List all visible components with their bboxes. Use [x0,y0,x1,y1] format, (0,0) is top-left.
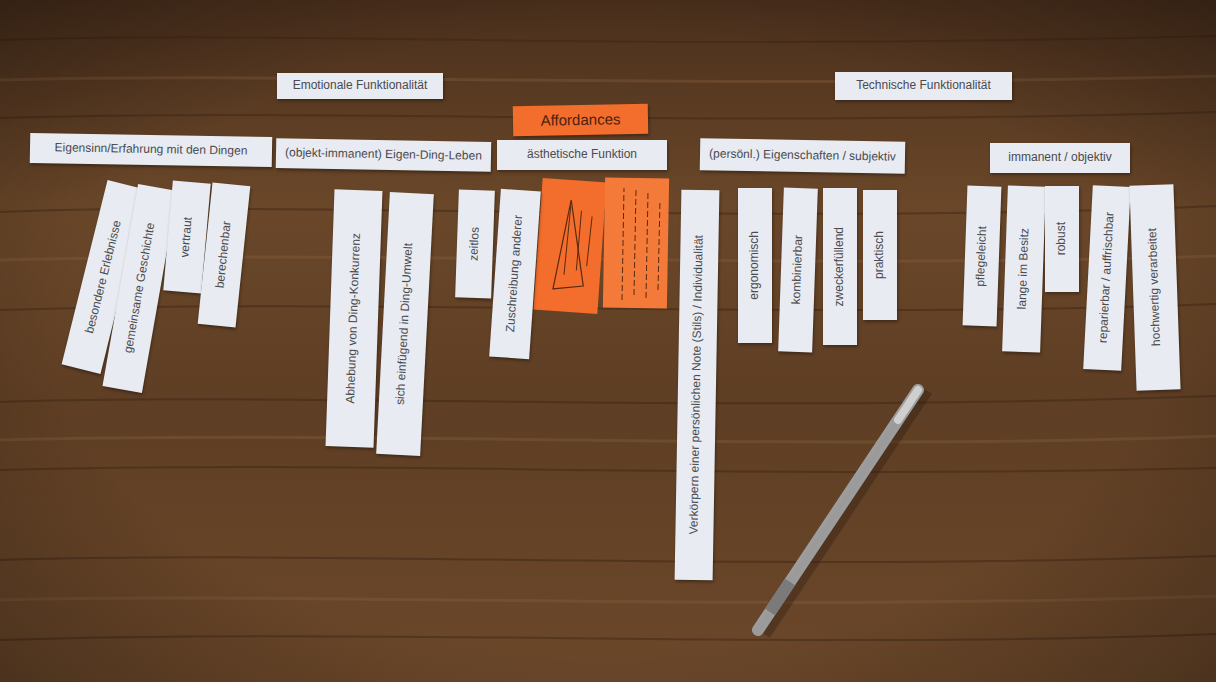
strip-label: Eigensinn/Erfahrung mit den Dingen [54,141,247,158]
strip-label: lange im Besitz [1016,228,1033,310]
vertical-strip: robust [1045,186,1079,292]
orange-strip: Affordances [513,104,649,136]
sticky-note [533,177,669,314]
strip-label: (objekt-immanent) Eigen-Ding-Leben [285,146,482,163]
vertical-strip: praktisch [863,190,897,320]
vertical-strip: reparierbar / auffrischbar [1083,185,1131,371]
strip-label: Affordances [540,111,620,130]
vertical-strip: kombinierbar [778,187,818,352]
strip-label: Emotionale Funktionalität [293,79,428,93]
header-strip: Eigensinn/Erfahrung mit den Dingen [30,133,272,167]
strip-label: immanent / objektiv [1008,151,1111,165]
strip-label: ästhetische Funktion [527,148,637,162]
vertical-strip: lange im Besitz [1002,185,1046,352]
strip-label: pflegeleicht [974,225,990,286]
strip-label: (persönl.) Eigenschaften / subjektiv [709,147,896,164]
strip-label: gemeinsame Geschichte [122,222,159,354]
strip-label: Zuschreibung anderer [504,215,526,333]
header-strip: Technische Funktionalität [835,72,1012,100]
strip-label: Abhebung von Ding-Konkurrenz [344,233,364,404]
header-strip: immanent / objektiv [990,143,1130,173]
vertical-strip: Zuschreibung anderer [489,189,541,359]
vertical-strip: Verkörpern einer persönlichen Note (Stil… [675,190,720,581]
strip-label: vertraut [178,216,195,258]
strip-label: Technische Funktionalität [856,79,991,93]
strip-label: ergonomisch [748,231,762,300]
strip-label: praktisch [873,231,887,279]
strip-label: robust [1055,222,1069,255]
strip-label: reparierbar / auffrischbar [1097,212,1118,344]
strip-label: sich einfügend in Ding-Umwelt [394,243,416,406]
header-strip: (objekt-immanent) Eigen-Ding-Leben [276,138,491,172]
vertical-strip: ergonomisch [738,188,772,343]
strip-label: Verkörpern einer persönlichen Note (Stil… [687,235,706,535]
header-strip: (persönl.) Eigenschaften / subjektiv [700,138,906,174]
vertical-strip: pflegeleicht [963,185,1002,326]
strip-label: hochwertig verarbeitet [1146,228,1164,346]
pen [758,390,926,634]
vertical-strip: sich einfügend in Ding-Umwelt [376,192,434,456]
vertical-strip: Abhebung von Ding-Konkurrenz [326,189,383,448]
vertical-strip: hochwertig verarbeitet [1129,184,1180,390]
header-strip: Emotionale Funktionalität [277,73,443,99]
vertical-strip: zweckerfüllend [823,188,857,345]
strip-label: kombinierbar [790,235,806,305]
strip-label: berechenbar [214,221,235,289]
strip-label: zeitlos [468,227,483,261]
vertical-strip: zeitlos [455,189,495,298]
header-strip: ästhetische Funktion [497,140,667,170]
strip-label: zweckerfüllend [833,227,847,306]
